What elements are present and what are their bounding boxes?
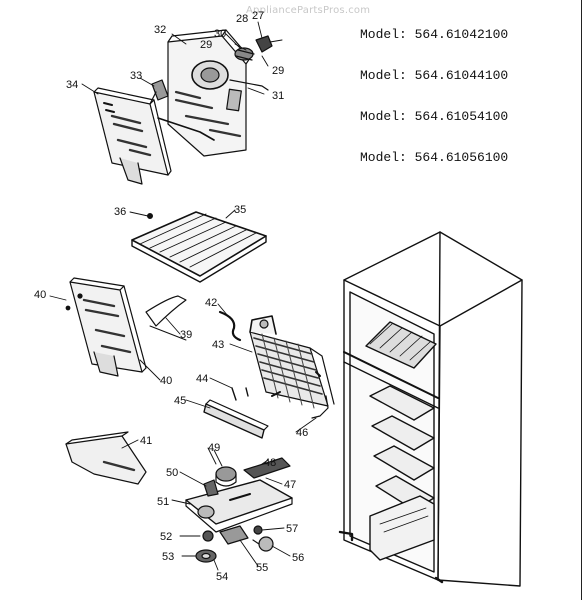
callout-35: 35 [234, 204, 246, 216]
callout-42: 42 [205, 297, 217, 309]
page-border [581, 0, 582, 600]
part-31-wire [229, 79, 269, 91]
watermark: AppliancePartsPros.com [246, 5, 371, 16]
model-line: Model: 564.61056100 [360, 149, 509, 165]
callout-29b: 29 [272, 65, 284, 77]
callout-55: 55 [256, 562, 268, 574]
callout-57: 57 [286, 523, 298, 535]
part-50-cap [203, 479, 219, 497]
model-line: Model: 564.61054100 [360, 108, 509, 124]
part-48-terminal [243, 457, 291, 479]
part-45-trough [203, 399, 269, 439]
callout-40a: 40 [34, 289, 46, 301]
part-44-heater [231, 387, 281, 401]
part-39-duct [145, 295, 187, 341]
callout-49: 49 [208, 442, 220, 454]
callout-51: 51 [157, 496, 169, 508]
callout-27: 27 [252, 10, 264, 22]
callout-40b: 40 [160, 375, 172, 387]
callout-45: 45 [174, 395, 186, 407]
model-line: Model: 564.61042100 [360, 27, 509, 43]
part-57-screw [253, 525, 263, 535]
callout-41: 41 [140, 435, 152, 447]
callout-28: 28 [236, 13, 248, 25]
callout-32: 32 [154, 24, 166, 36]
part-43-evaporator [249, 315, 335, 409]
model-list: Model: 564.61042100 Model: 564.61044100 … [360, 1, 508, 191]
part-49-relay [215, 466, 237, 487]
callout-56: 56 [292, 552, 304, 564]
callout-30: 30 [214, 28, 226, 40]
part-52-grommet [202, 530, 214, 542]
part-41-duct [65, 431, 147, 485]
part-53-washer [195, 549, 217, 563]
callout-53: 53 [162, 551, 174, 563]
part-40-panel [65, 277, 147, 377]
callout-34: 34 [66, 79, 78, 91]
part-27-28-bracket [255, 35, 283, 53]
callout-31: 31 [272, 90, 284, 102]
part-56-bulb [252, 536, 274, 552]
callout-36: 36 [114, 206, 126, 218]
part-33-damper [149, 79, 169, 105]
callout-48: 48 [264, 457, 276, 469]
callout-39: 39 [180, 329, 192, 341]
callout-50: 50 [166, 467, 178, 479]
leader-lines [49, 21, 317, 571]
callout-52: 52 [160, 531, 172, 543]
model-line: Model: 564.61044100 [360, 67, 509, 83]
part-32-fan-housing [157, 29, 251, 157]
part-51-mounting-plate [185, 479, 293, 533]
part-55-clip [219, 525, 249, 545]
refrigerator-cabinet [338, 231, 523, 587]
callout-29: 29 [200, 39, 212, 51]
callout-46: 46 [296, 427, 308, 439]
callout-54: 54 [216, 571, 228, 583]
part-46-bracket [311, 371, 329, 419]
part-42-tube [218, 310, 242, 342]
callout-43: 43 [212, 339, 224, 351]
callout-labels: 28 27 32 30 29 29 31 33 34 35 36 40 40 3… [34, 10, 308, 583]
callout-33: 33 [130, 70, 142, 82]
callout-44: 44 [196, 373, 208, 385]
part-34-panel [93, 87, 172, 185]
part-30-fan-motor [234, 47, 255, 61]
part-35-wire-shelf [131, 211, 267, 283]
callout-47: 47 [284, 479, 296, 491]
